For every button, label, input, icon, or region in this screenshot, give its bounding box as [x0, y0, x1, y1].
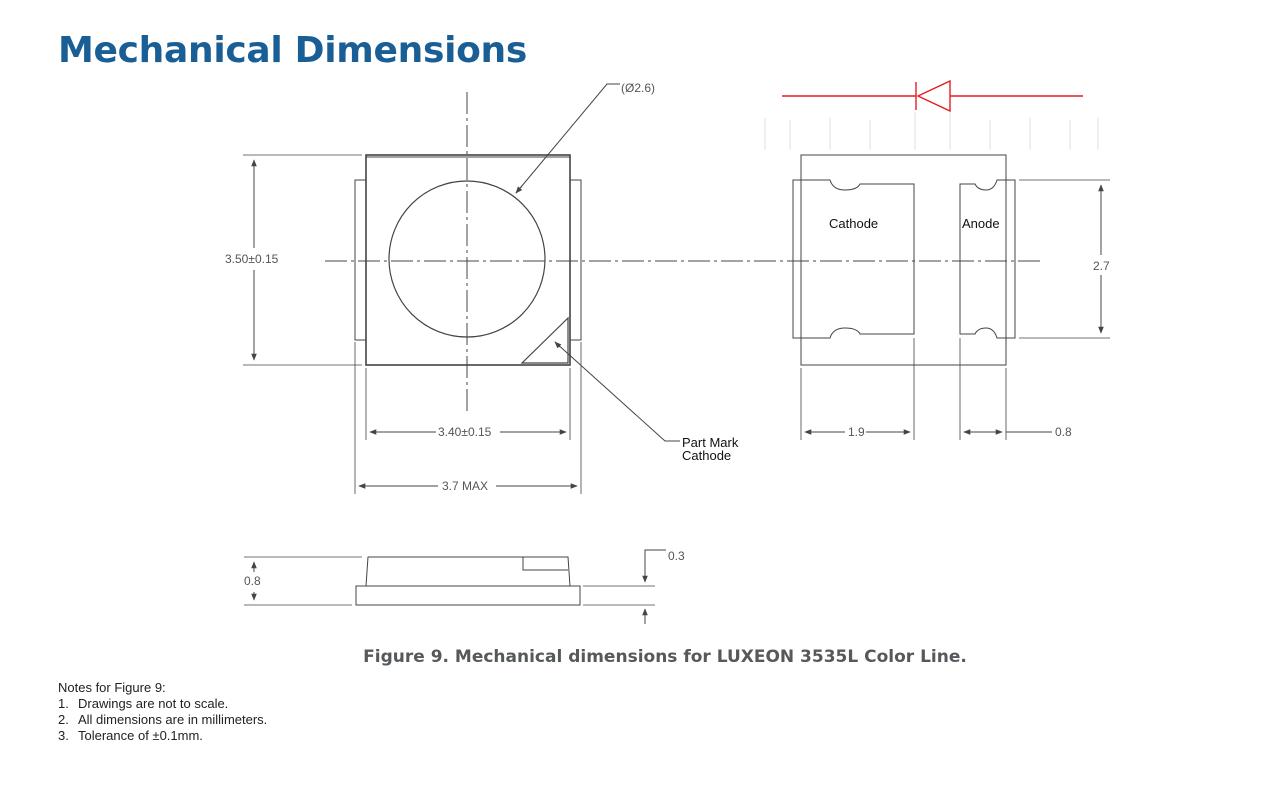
cathode-pad: [792, 179, 915, 339]
max-width-dimension-label: 3.7 MAX: [442, 479, 488, 493]
cathode-width-dimension-label: 1.9: [848, 425, 865, 439]
anode-pad: [959, 179, 1016, 339]
side-base: [355, 585, 581, 606]
height-dimension-label: 3.50±0.15: [225, 252, 279, 266]
side-view: [244, 549, 666, 624]
note-item: 2.All dimensions are in millimeters.: [58, 712, 268, 727]
side-lens: [365, 556, 571, 587]
diameter-label: (Ø2.6): [621, 81, 655, 95]
pad-height-dimension-label: 2.7: [1093, 259, 1110, 273]
right-terminal: [569, 179, 582, 341]
lens-offset-dimension-label: 0.3: [668, 549, 685, 563]
body-width-dimension-label: 3.40±0.15: [438, 425, 492, 439]
part-mark-label-line2: Cathode: [682, 448, 731, 463]
note-item: 3.Tolerance of ±0.1mm.: [58, 728, 203, 743]
diode-symbol-icon: [782, 79, 1083, 113]
notes-list: 1.Drawings are not to scale. 2.All dimen…: [58, 696, 267, 744]
notes-heading: Notes for Figure 9:: [58, 680, 166, 695]
anode-label: Anode: [962, 216, 1000, 231]
lens-circle: [388, 180, 546, 338]
top-view: [243, 83, 1040, 494]
anode-width-dimension-label: 0.8: [1055, 425, 1072, 439]
thickness-dimension-label: 0.8: [244, 574, 261, 588]
figure-caption: Figure 9. Mechanical dimensions for LUXE…: [363, 647, 967, 667]
left-terminal: [354, 179, 367, 341]
note-item: 1.Drawings are not to scale.: [58, 696, 229, 711]
figure-notes: Notes for Figure 9: 1.Drawings are not t…: [58, 680, 267, 744]
cathode-label: Cathode: [829, 216, 878, 231]
cathode-mark: [520, 316, 569, 364]
pad-view: [792, 154, 1110, 440]
pad-view-body: [800, 154, 1007, 366]
package-body: [365, 154, 571, 366]
part-mark-label-line1: Part Mark: [682, 435, 739, 450]
page-title: Mechanical Dimensions: [58, 30, 528, 71]
